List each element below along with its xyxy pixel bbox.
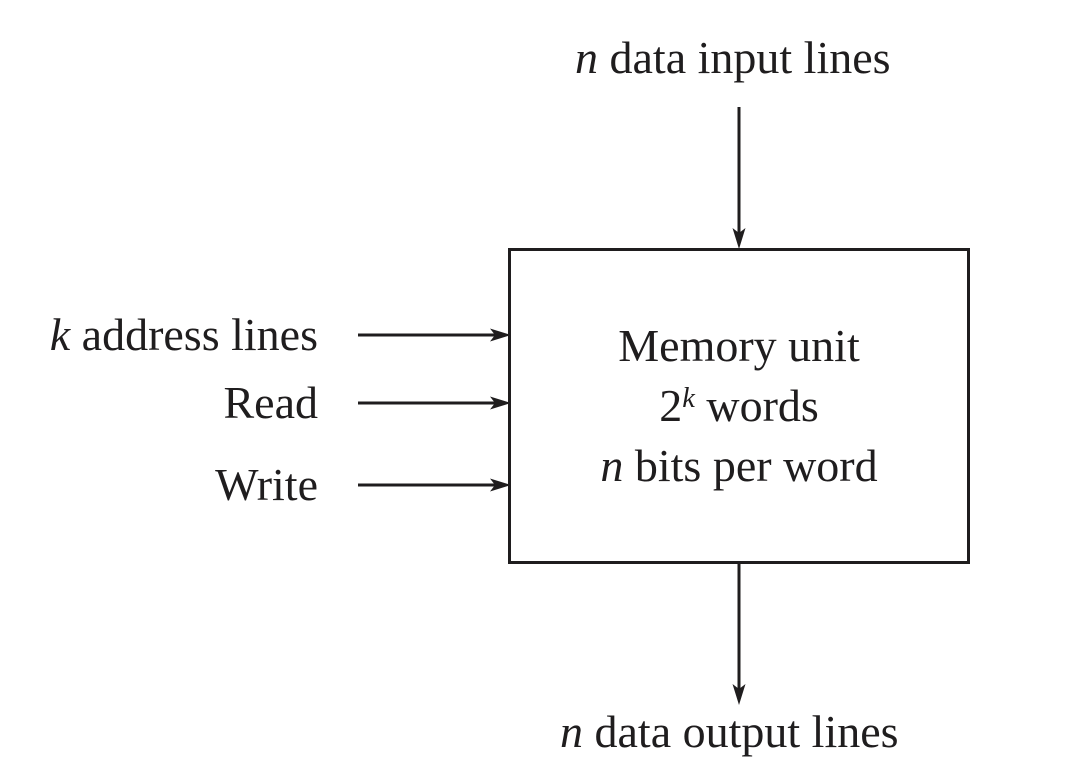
read-arrow bbox=[358, 396, 511, 410]
memory-unit-box: Memory unit 2k words n bits per word bbox=[508, 248, 970, 564]
write-label: Write bbox=[215, 459, 318, 510]
address-lines-arrow bbox=[358, 328, 511, 342]
capacity-base: 2 bbox=[659, 380, 683, 431]
data-input-label-text: data input lines bbox=[598, 32, 891, 83]
data-output-arrow bbox=[732, 564, 746, 705]
capacity-exponent: k bbox=[682, 382, 695, 414]
read-label: Read bbox=[223, 377, 318, 428]
capacity-suffix: words bbox=[694, 380, 819, 431]
word-size-text: bits per word bbox=[623, 440, 878, 491]
address-lines-label: k address lines bbox=[0, 310, 318, 360]
data-input-arrow bbox=[732, 107, 746, 249]
variable-n: n bbox=[575, 32, 598, 83]
write-arrow bbox=[358, 478, 511, 492]
data-output-label-text: data output lines bbox=[583, 706, 899, 757]
data-input-label: n data input lines bbox=[575, 33, 891, 83]
data-output-label: n data output lines bbox=[560, 707, 899, 757]
word-size-variable: n bbox=[600, 440, 624, 491]
address-lines-label-text: address lines bbox=[70, 309, 318, 360]
memory-box-word-size: n bits per word bbox=[600, 436, 877, 496]
variable-n: n bbox=[560, 706, 583, 757]
variable-k: k bbox=[49, 309, 71, 360]
memory-box-title: Memory unit bbox=[618, 320, 860, 371]
memory-box-capacity: 2k words bbox=[659, 376, 819, 436]
